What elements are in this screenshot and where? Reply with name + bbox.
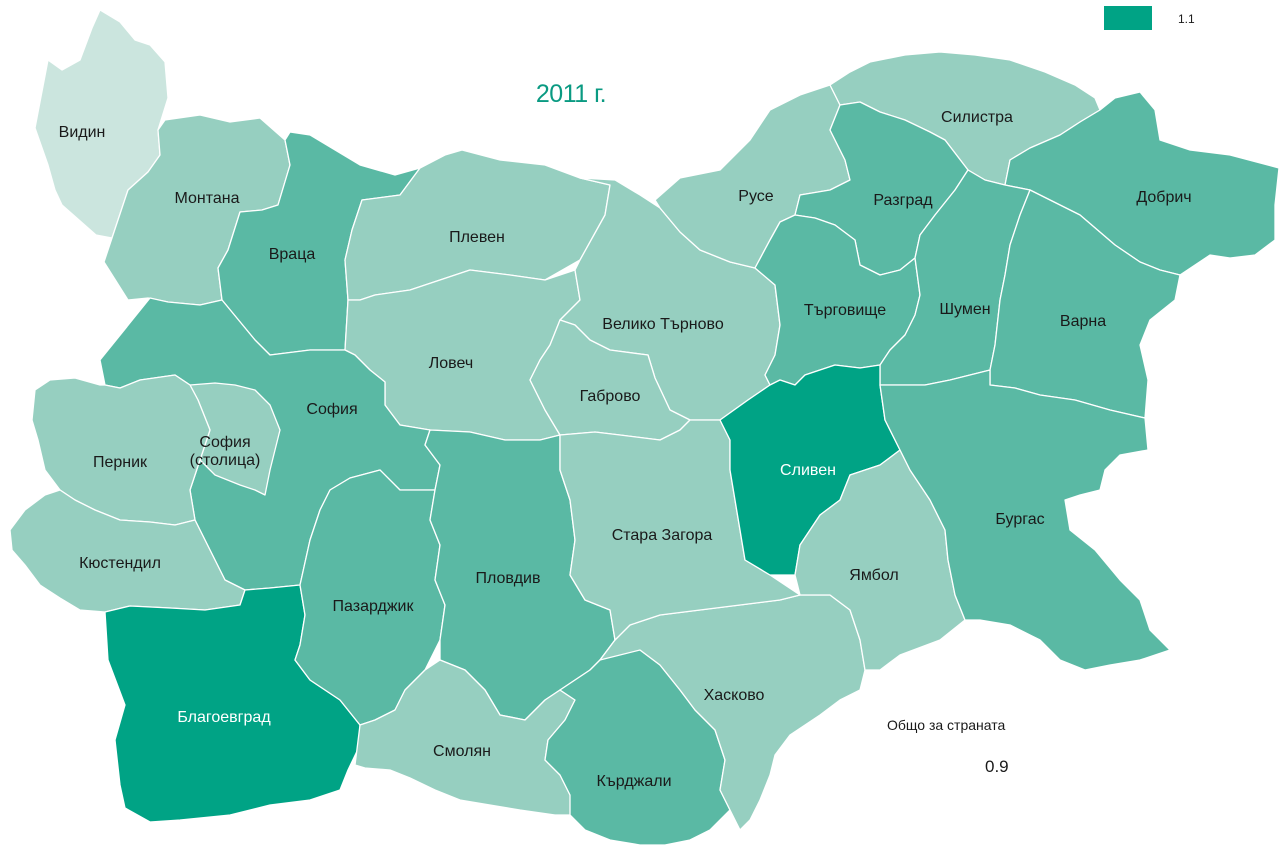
region-label: Враца: [269, 246, 316, 263]
region-label: Плевен: [449, 229, 505, 246]
regions-layer: [9, 9, 1279, 846]
legend-swatch: [1104, 6, 1152, 30]
region-label: Търговище: [804, 302, 886, 319]
region-label: София(столица): [190, 434, 261, 469]
region-label: Перник: [93, 454, 148, 471]
region-label: Пазарджик: [333, 598, 415, 615]
region-label: Бургас: [995, 511, 1044, 528]
region-label: Добрич: [1136, 189, 1191, 206]
region-label: Видин: [59, 124, 106, 141]
region-label: Габрово: [580, 388, 641, 405]
region-label: Силистра: [941, 109, 1013, 126]
region-17: [9, 489, 246, 613]
region-label: Монтана: [174, 190, 239, 207]
region-label: Кърджали: [596, 773, 671, 790]
region-label: Стара Загора: [612, 527, 713, 544]
region-label: Ямбол: [849, 567, 898, 584]
region-label: Ловеч: [429, 355, 473, 372]
region-label: Кюстендил: [79, 555, 161, 572]
region-label: Шумен: [939, 301, 990, 318]
region-label: Благоевград: [177, 709, 271, 726]
region-16: [31, 374, 211, 526]
region-label: Велико Търново: [602, 316, 724, 333]
region-label: Разград: [873, 192, 933, 209]
region-label: Русе: [738, 188, 773, 205]
region-label: София: [306, 401, 357, 418]
region-label: Варна: [1060, 313, 1106, 330]
region-27: [879, 369, 1171, 671]
country-total-label: Общо за страната: [887, 717, 1006, 733]
legend-label: 1.1: [1178, 12, 1195, 26]
country-total-value: 0.9: [985, 757, 1009, 776]
region-label: Сливен: [780, 462, 836, 479]
region-label: Смолян: [433, 743, 491, 760]
map-title: 2011 г.: [535, 80, 607, 108]
region-label: Пловдив: [475, 570, 540, 587]
region-label: Хасково: [704, 687, 765, 704]
